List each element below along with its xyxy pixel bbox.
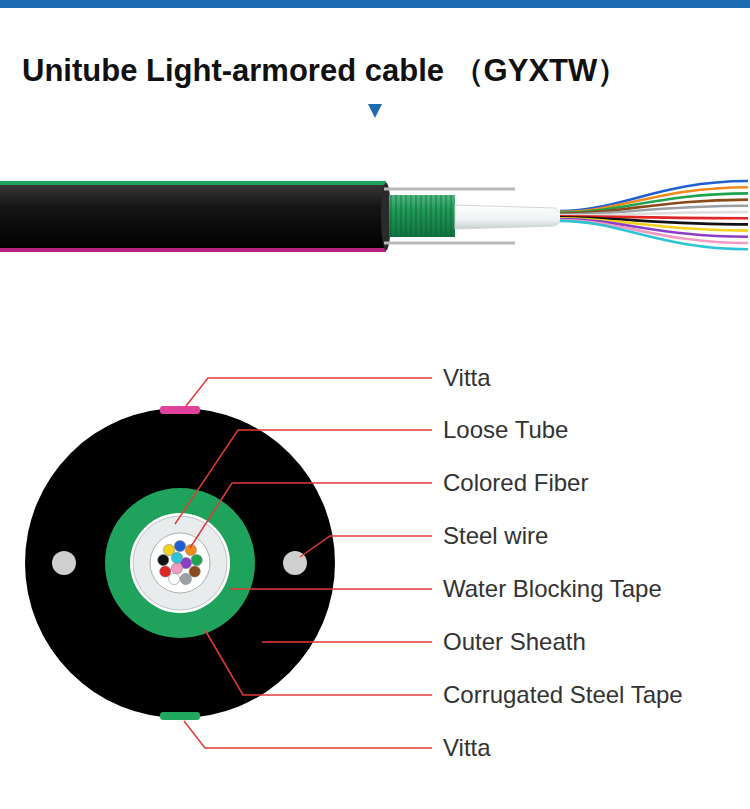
fiber-strand <box>560 212 748 216</box>
part-label: Vitta <box>443 364 491 392</box>
fiber-dot <box>160 566 171 577</box>
fiber-dot <box>189 566 200 577</box>
fiber-dot <box>174 540 185 551</box>
part-label: Vitta <box>443 734 491 762</box>
fiber-dot <box>169 573 180 584</box>
fiber-dot <box>191 554 202 565</box>
fiber-dot <box>158 554 169 565</box>
part-label: Water Blocking Tape <box>443 575 662 603</box>
fiber-strand <box>560 206 748 215</box>
fiber-strand <box>560 221 748 249</box>
cable-cross-section <box>25 406 335 720</box>
fiber-dot <box>171 552 182 563</box>
part-label: Outer Sheath <box>443 628 586 656</box>
leader-lines <box>175 378 432 748</box>
top-bar <box>0 0 750 8</box>
cable-side-view <box>0 181 748 252</box>
part-label: Steel wire <box>443 522 548 550</box>
part-label: Loose Tube <box>443 416 568 444</box>
fiber-dot <box>180 573 191 584</box>
part-label: Corrugated Steel Tape <box>443 681 683 709</box>
part-label: Colored Fiber <box>443 469 588 497</box>
fiber-dot <box>171 563 182 574</box>
pointer-triangle <box>368 104 382 118</box>
page-title: Unitube Light-armored cable （GYXTW） <box>22 50 628 92</box>
